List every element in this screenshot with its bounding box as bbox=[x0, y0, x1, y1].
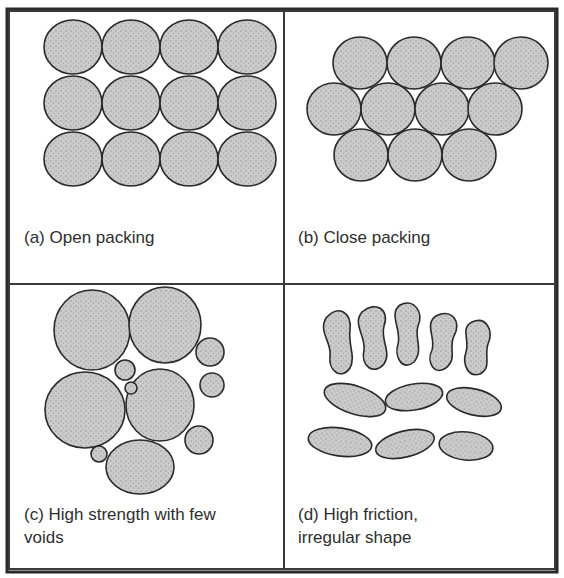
figure-panel: (b) Close packing bbox=[283, 10, 556, 285]
figure-panel: (d) High friction, irregular shape bbox=[283, 283, 556, 570]
panel-caption: (a) Open packing bbox=[22, 226, 276, 249]
figure-panel: (c) High strength with few voids bbox=[8, 283, 285, 570]
open-packing-grains bbox=[44, 20, 276, 186]
panel-caption: (b) Close packing bbox=[296, 226, 550, 249]
angular-grains bbox=[306, 303, 504, 464]
panel-caption: (d) High friction, irregular shape bbox=[296, 503, 460, 549]
well-graded-grains bbox=[45, 287, 224, 494]
outer-frame bbox=[7, 9, 557, 572]
figure-panel: (a) Open packing bbox=[8, 10, 285, 285]
panel-caption: (c) High strength with few voids bbox=[22, 503, 221, 549]
close-packing-grains bbox=[307, 37, 548, 181]
